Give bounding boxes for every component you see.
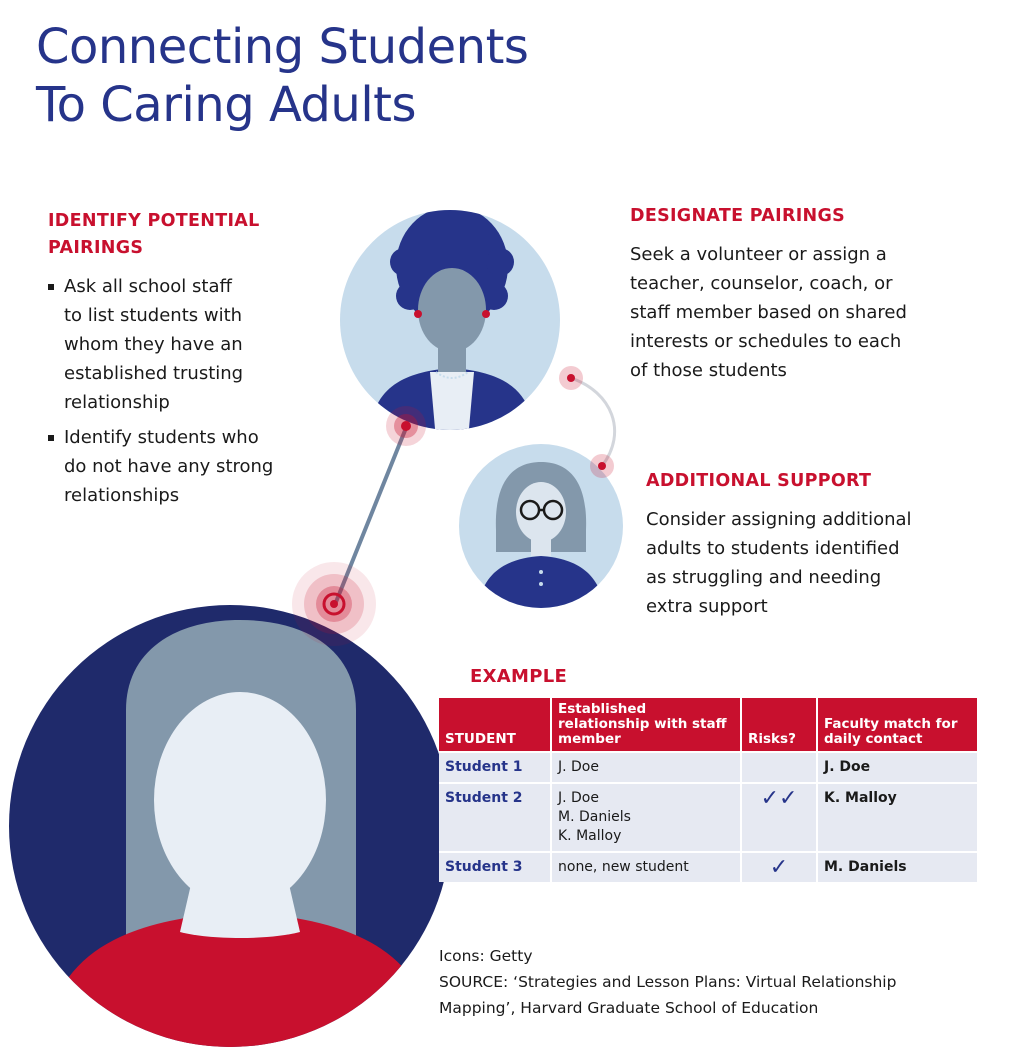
identify-bullet-1: Ask all school staff to list students wi… (46, 272, 336, 417)
credits: Icons: Getty SOURCE: ‘Strategies and Les… (439, 943, 1009, 1021)
source-line-2: Mapping’, Harvard Graduate School of Edu… (439, 999, 819, 1017)
risk-check-icon: ✓✓ (741, 782, 818, 852)
designate-text: Seek a volunteer or assign a teacher, co… (630, 240, 1000, 385)
table-row: Student 1 J. Doe J. Doe (439, 751, 977, 783)
relationship-name: J. Doe (558, 759, 599, 775)
student-avatar (9, 605, 451, 1047)
additional-line-2: adults to students identified (646, 538, 900, 559)
example-heading: EXAMPLE (470, 666, 568, 687)
relationship-cell: none, new student (551, 851, 742, 882)
pulse-marker-large (292, 562, 376, 646)
designate-line-5: of those students (630, 360, 787, 381)
identify-heading: IDENTIFY POTENTIAL PAIRINGS (48, 208, 260, 262)
header-faculty-match: Faculty match for daily contact (817, 698, 977, 752)
student-cell: Student 2 (439, 782, 552, 852)
connector-line-main (334, 427, 408, 603)
identify-bullet-2: Identify students who do not have any st… (46, 423, 336, 510)
relationship-name: none, new student (558, 859, 689, 875)
designate-heading: DESIGNATE PAIRINGS (630, 206, 846, 226)
pulse-marker-arc-bottom (590, 454, 614, 478)
bullet-1-line-3: whom they have an (64, 334, 243, 355)
icons-credit: Icons: Getty (439, 947, 533, 965)
header-risks: Risks? (741, 698, 818, 752)
connector-arc (570, 376, 617, 467)
designate-line-3: staff member based on shared (630, 302, 907, 323)
additional-heading: ADDITIONAL SUPPORT (646, 471, 872, 491)
designate-line-4: interests or schedules to each (630, 331, 902, 352)
example-table: STUDENT Established relationship with st… (439, 698, 977, 882)
table-header-row: STUDENT Established relationship with st… (439, 698, 977, 752)
bullet-1-line-1: Ask all school staff (64, 276, 232, 297)
header-student: STUDENT (439, 698, 552, 752)
relationship-cell: J. Doe M. Daniels K. Malloy (551, 782, 742, 852)
faculty-match-cell: K. Malloy (817, 782, 977, 852)
additional-line-4: extra support (646, 596, 768, 617)
bullet-1-line-4: established trusting (64, 363, 244, 384)
student-cell: Student 1 (439, 751, 552, 783)
teacher-avatar (340, 210, 560, 430)
designate-line-1: Seek a volunteer or assign a (630, 244, 887, 265)
risk-cell (741, 751, 818, 783)
bullet-1-line-2: to list students with (64, 305, 243, 326)
page-title: Connecting Students To Caring Adults (36, 18, 529, 134)
bullet-2-line-1: Identify students who (64, 427, 259, 448)
header-relationship: Established relationship with staff memb… (551, 698, 742, 752)
title-line-2: To Caring Adults (36, 77, 416, 133)
table-row: Student 3 none, new student ✓ M. Daniels (439, 851, 977, 882)
bullet-2-line-2: do not have any strong (64, 456, 274, 477)
pulse-marker-arc-top (559, 366, 583, 390)
additional-line-1: Consider assigning additional (646, 509, 912, 530)
faculty-match-cell: M. Daniels (817, 851, 977, 882)
identify-heading-line-2: PAIRINGS (48, 238, 144, 258)
bullet-2-line-3: relationships (64, 485, 180, 506)
student-cell: Student 3 (439, 851, 552, 882)
additional-line-3: as struggling and needing (646, 567, 882, 588)
additional-text: Consider assigning additional adults to … (646, 505, 1006, 621)
bullet-1-line-5: relationship (64, 392, 170, 413)
relationship-name: K. Malloy (558, 828, 622, 844)
title-line-1: Connecting Students (36, 19, 529, 75)
table-row: Student 2 J. Doe M. Daniels K. Malloy ✓✓… (439, 782, 977, 852)
relationship-cell: J. Doe (551, 751, 742, 783)
pulse-marker-teacher (386, 406, 426, 446)
faculty-match-cell: J. Doe (817, 751, 977, 783)
source-line-1: SOURCE: ‘Strategies and Lesson Plans: Vi… (439, 973, 897, 991)
identify-heading-line-1: IDENTIFY POTENTIAL (48, 211, 260, 231)
identify-bullets: Ask all school staff to list students wi… (46, 272, 336, 516)
relationship-name: M. Daniels (558, 809, 631, 825)
risk-check-icon: ✓ (741, 851, 818, 882)
relationship-name: J. Doe (558, 790, 599, 806)
support-adult-avatar (459, 444, 623, 608)
designate-line-2: teacher, counselor, coach, or (630, 273, 893, 294)
